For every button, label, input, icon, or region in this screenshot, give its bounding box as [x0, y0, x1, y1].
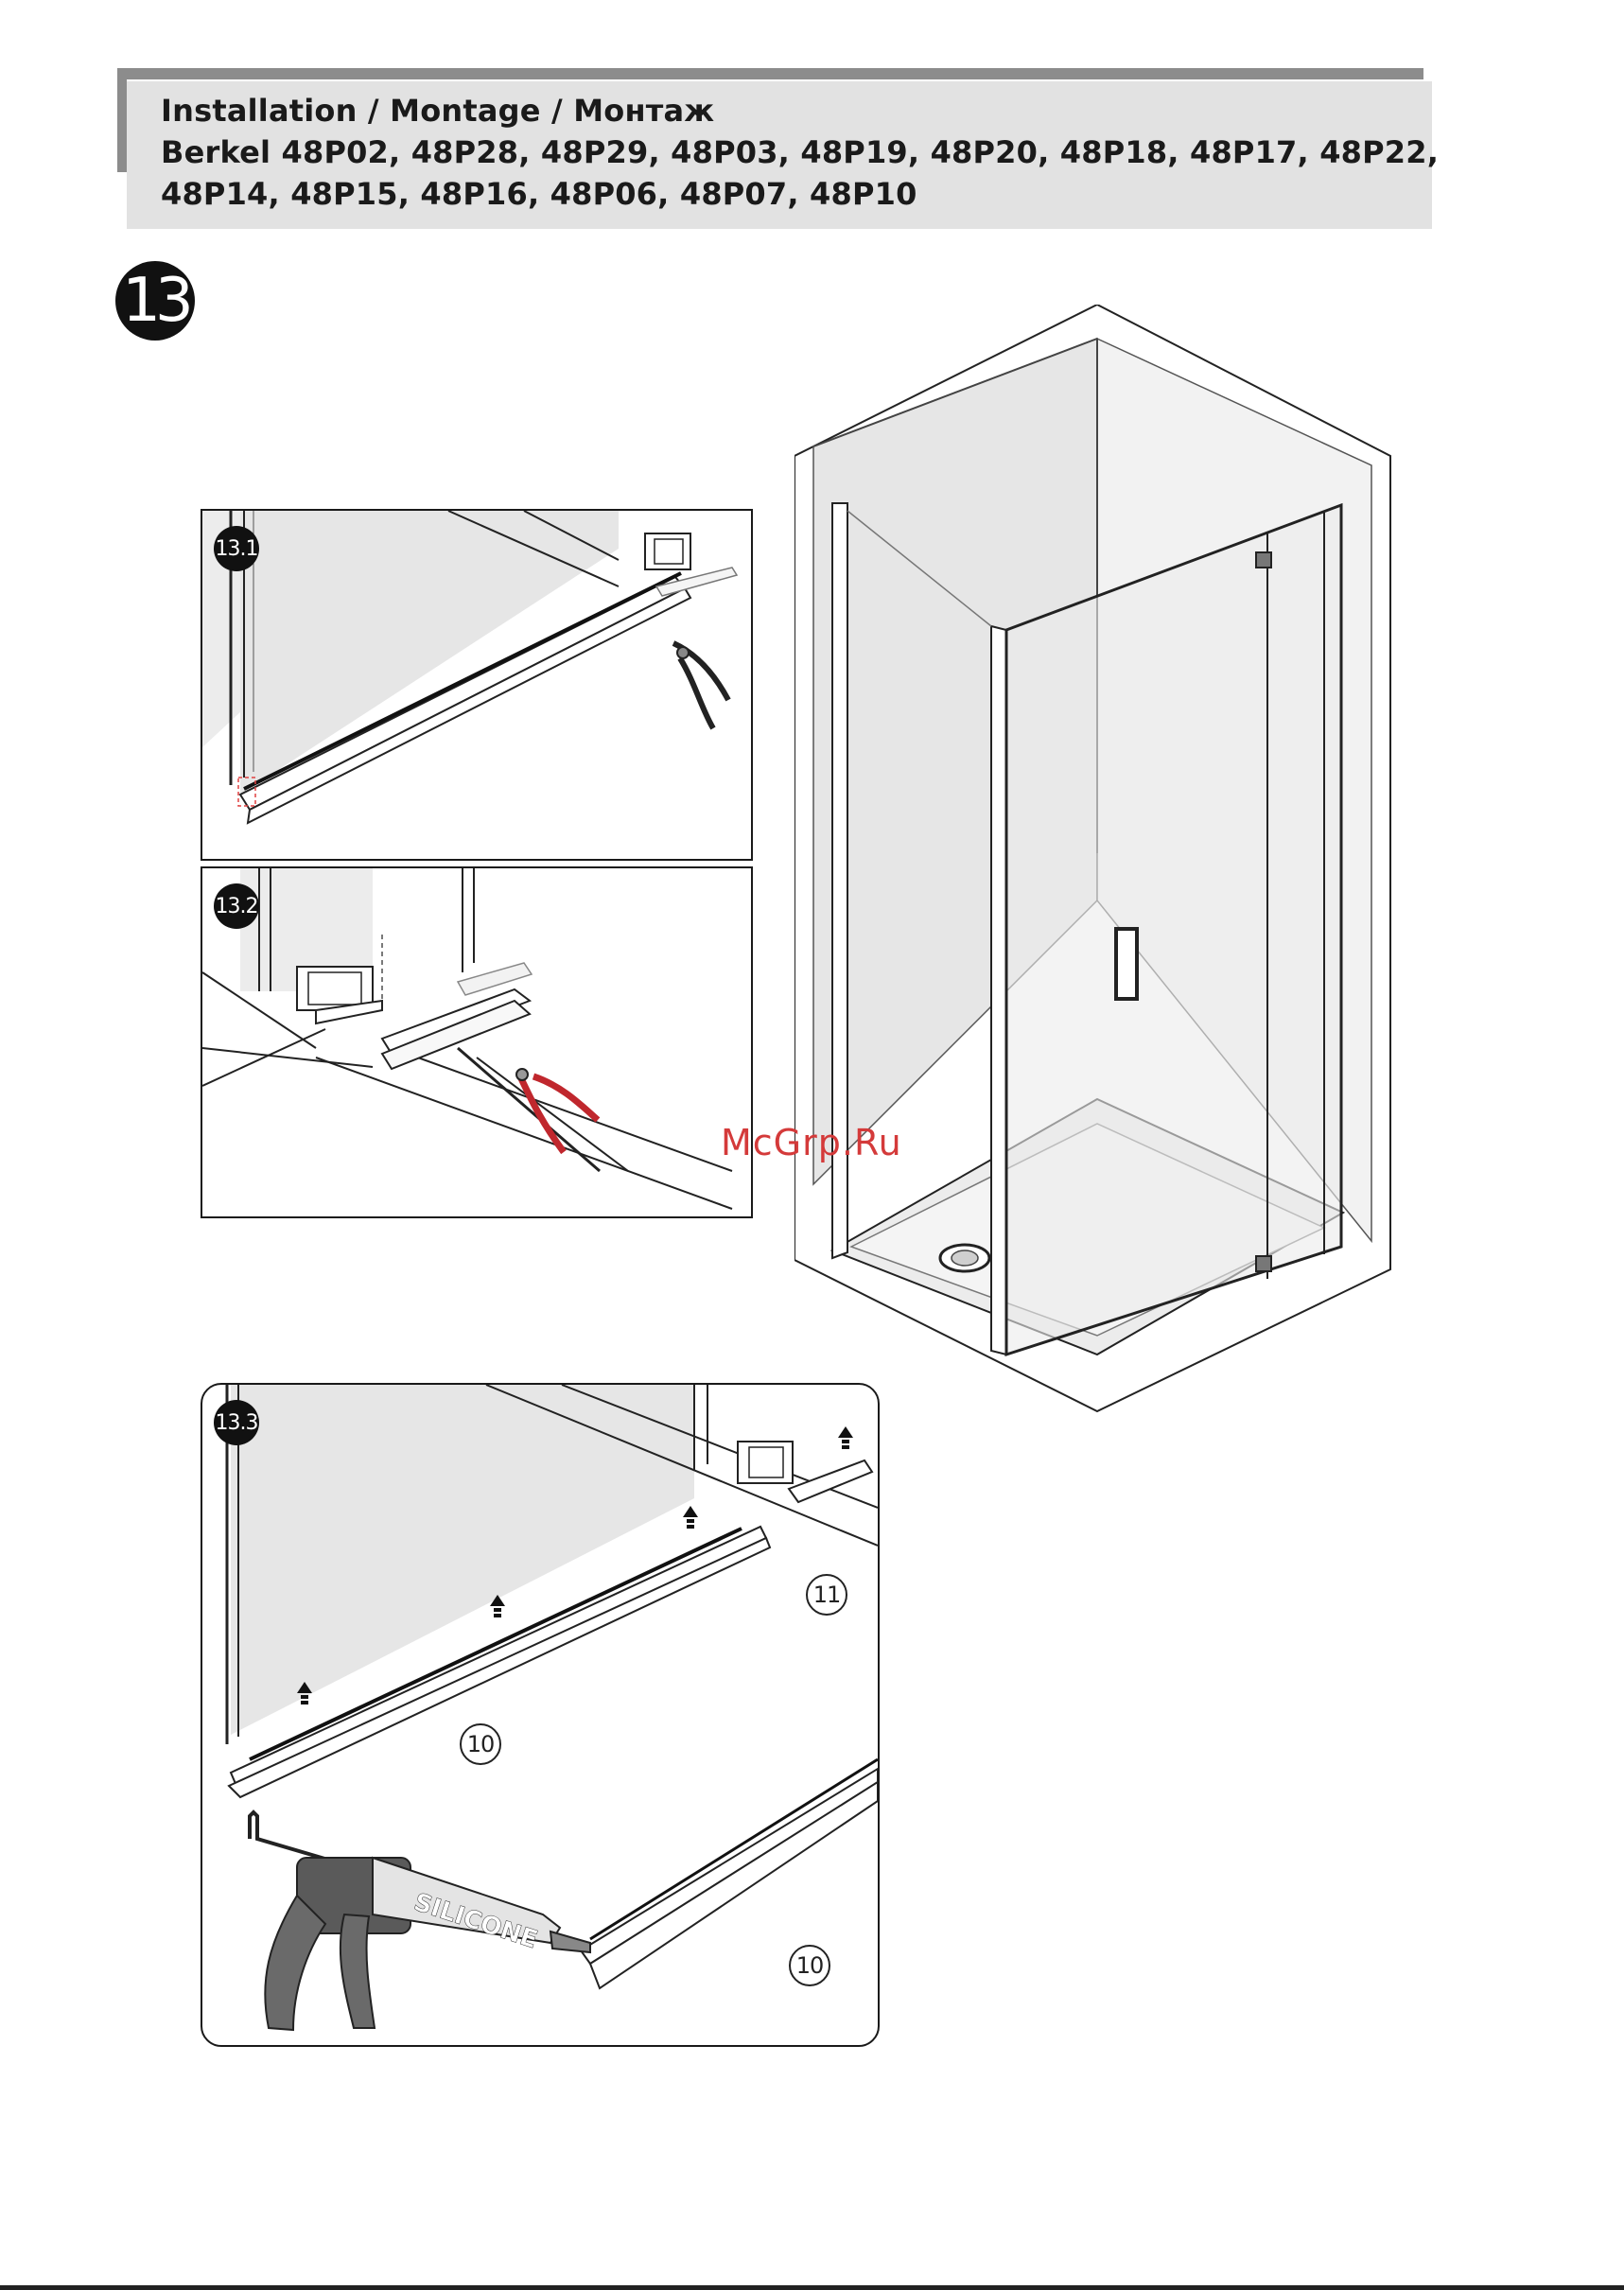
header-box: Installation / Montage / Монтаж Berkel 4…: [127, 81, 1432, 229]
part-label-10-profile: 10: [460, 1723, 501, 1765]
step-number-badge: 13: [115, 261, 195, 341]
panel-13-3: SILICONE 13.3 11 10 10: [201, 1383, 880, 2047]
panel-13-1-illustration: [202, 511, 751, 859]
header-title: Installation / Montage / Монтаж: [161, 93, 714, 129]
header-models-line-1: Berkel 48P02, 48P28, 48P29, 48P03, 48P19…: [161, 134, 1439, 170]
shower-enclosure-overview: [795, 305, 1400, 1421]
panel-13-3-illustration: SILICONE: [202, 1385, 878, 2045]
panel-13-2-illustration: [202, 868, 751, 1216]
part-label-10-silicone: 10: [789, 1945, 830, 1986]
panel-badge-13-2: 13.2: [214, 883, 259, 929]
panel-13-2: 13.2: [201, 866, 753, 1218]
header-models-line-2: 48P14, 48P15, 48P16, 48P06, 48P07, 48P10: [161, 176, 917, 212]
header-top-rule: [117, 68, 1423, 79]
header-left-rule: [117, 68, 127, 172]
panel-badge-13-1: 13.1: [214, 526, 259, 571]
watermark: McGrp.Ru: [721, 1122, 902, 1163]
part-label-11: 11: [806, 1574, 847, 1616]
panel-badge-13-3: 13.3: [214, 1400, 259, 1445]
page-bottom-rule: [0, 2285, 1624, 2290]
panel-13-1: 13.1: [201, 509, 753, 861]
